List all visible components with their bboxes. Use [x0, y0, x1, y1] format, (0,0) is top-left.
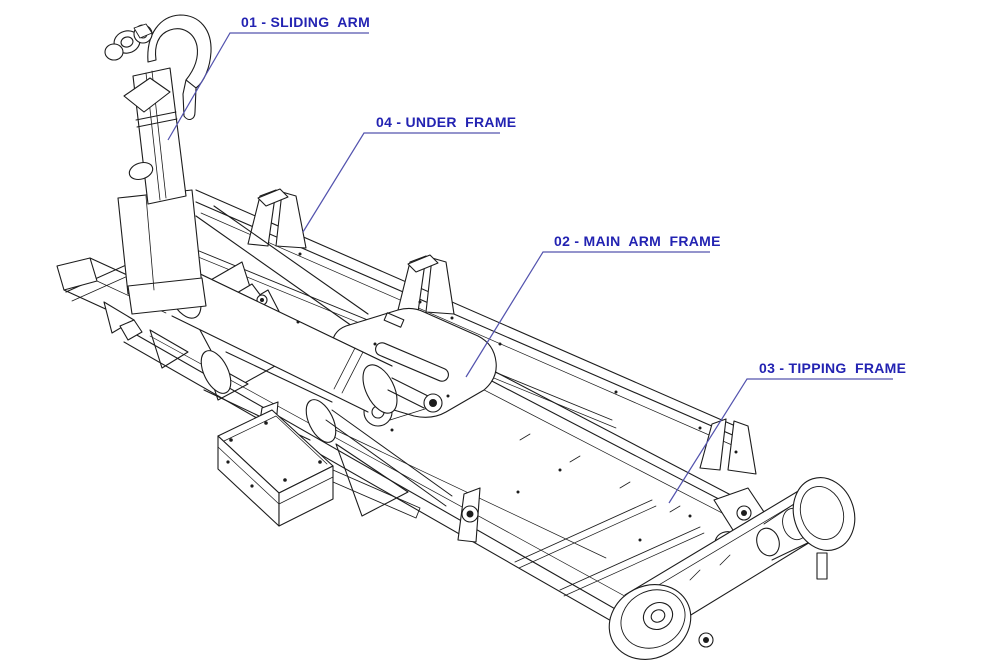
callouts: 01 - SLIDING ARM 04 - UNDER FRAME 02 - M… — [167, 14, 906, 504]
label-main-arm-frame-leader — [465, 251, 710, 378]
label-under-frame: 04 - UNDER FRAME — [302, 114, 516, 233]
label-sliding-arm-text: 01 - SLIDING ARM — [241, 14, 370, 30]
bolt-dots — [296, 252, 738, 542]
label-main-arm-frame-text: 02 - MAIN ARM FRAME — [554, 233, 721, 249]
label-sliding-arm-leader — [167, 32, 369, 141]
label-tipping-frame: 03 - TIPPING FRAME — [668, 360, 906, 504]
label-main-arm-frame: 02 - MAIN ARM FRAME — [465, 233, 721, 378]
label-under-frame-text: 04 - UNDER FRAME — [376, 114, 516, 130]
label-under-frame-leader — [302, 132, 500, 233]
label-tipping-frame-leader — [668, 378, 893, 504]
label-sliding-arm: 01 - SLIDING ARM — [167, 14, 370, 141]
sliding-arm — [104, 14, 212, 315]
control-box — [217, 409, 421, 527]
label-tipping-frame-text: 03 - TIPPING FRAME — [759, 360, 906, 376]
box-screws — [226, 421, 322, 488]
